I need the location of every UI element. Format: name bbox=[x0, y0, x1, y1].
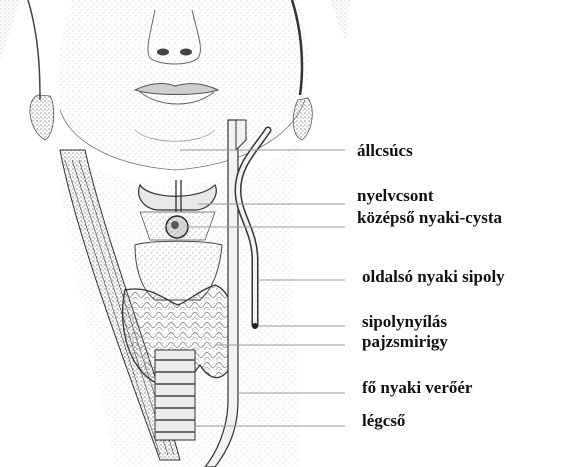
label-lateral-fistula: oldalsó nyaki sipoly bbox=[362, 268, 505, 285]
label-median-cyst: középső nyaki-cysta bbox=[357, 209, 502, 226]
fistula-opening-mark bbox=[252, 323, 258, 329]
label-carotid: fő nyaki verőér bbox=[362, 379, 472, 396]
face bbox=[30, 0, 312, 170]
label-hyoid: nyelvcsont bbox=[357, 187, 434, 204]
label-trachea: légcső bbox=[362, 412, 405, 429]
label-chin: állcsúcs bbox=[357, 142, 413, 159]
label-thyroid: pajzsmirigy bbox=[362, 333, 448, 350]
label-fistula-opening: sipolynyílás bbox=[362, 313, 447, 330]
trachea bbox=[155, 350, 195, 440]
